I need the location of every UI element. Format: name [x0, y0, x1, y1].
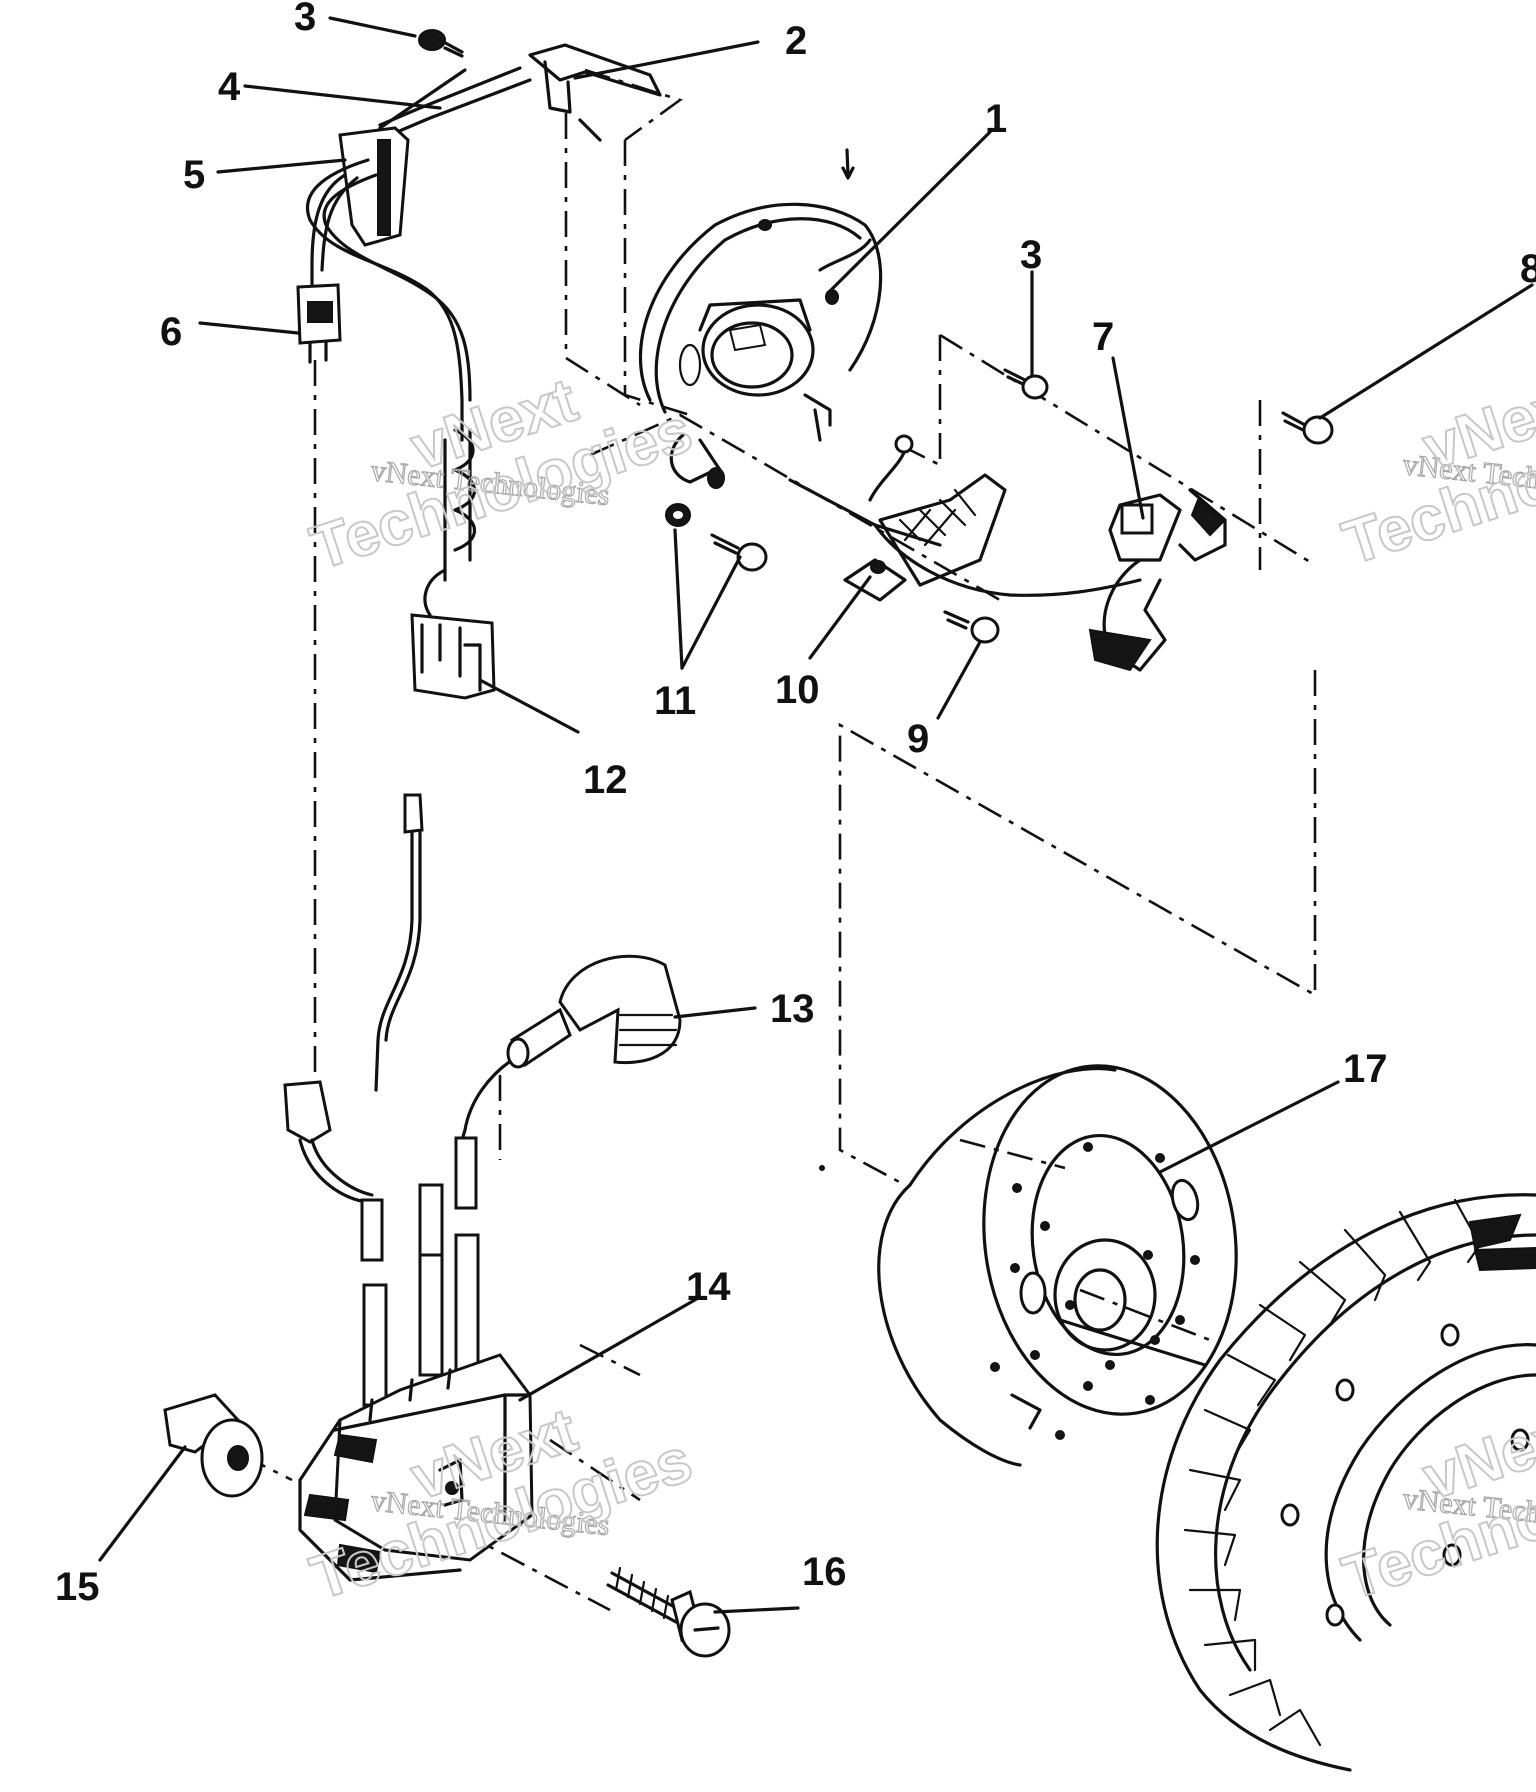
callout-6: 6 [160, 310, 182, 354]
pickup-coil-part-7 [1088, 488, 1227, 672]
callout-12: 12 [583, 758, 628, 802]
callout-16: 16 [802, 1550, 847, 1594]
cdi-box-part-14 [298, 1183, 534, 1582]
bolt-part-16 [606, 1566, 731, 1658]
assembly-lines [241, 68, 1317, 1612]
flywheel-part-17 [877, 1064, 1238, 1467]
callout-10: 10 [775, 668, 820, 712]
screws-group [665, 368, 1334, 644]
small-marks [819, 148, 855, 1171]
cooling-fan [1155, 1193, 1536, 1772]
callout-9: 9 [907, 717, 929, 761]
stator-plate-part-1 [638, 202, 883, 489]
leader-lines [98, 16, 1534, 1614]
callout-11: 11 [654, 679, 696, 723]
lower-wiring [283, 793, 424, 1262]
callout-8: 8 [1520, 247, 1536, 291]
callout-2: 2 [785, 19, 807, 63]
callout-5: 5 [183, 153, 205, 197]
callout-15: 15 [55, 1565, 100, 1609]
callout-14: 14 [686, 1265, 731, 1309]
callout-7: 7 [1092, 315, 1114, 359]
callout-17: 17 [1343, 1047, 1388, 1091]
coil-part-10 [788, 434, 1142, 602]
wire-clip-part-2 [528, 43, 662, 142]
callout-4: 4 [218, 65, 241, 109]
callout-labels: 3 2 4 5 6 1 3 7 8 9 10 11 12 13 14 15 16… [55, 0, 1536, 1609]
screw-part-3-top [418, 29, 464, 58]
callout-1: 1 [985, 97, 1007, 141]
wiring-harness [296, 66, 532, 700]
spark-plug-cap-part-13 [454, 954, 682, 1210]
watermarks: vNext Technologies vNext Technologies vN… [302, 365, 1536, 1615]
callout-13: 13 [770, 987, 815, 1031]
spacer-part-15 [163, 1393, 264, 1498]
callout-3-right: 3 [1020, 233, 1042, 277]
callout-3-top: 3 [294, 0, 316, 39]
